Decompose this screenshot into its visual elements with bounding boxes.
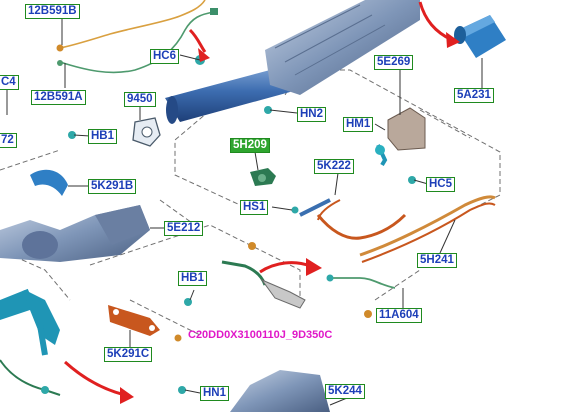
label-5H209: 5H209	[230, 138, 270, 153]
label-HB1-mid: HB1	[178, 271, 208, 286]
label-5E212: 5E212	[164, 221, 204, 236]
label-5K291C: 5K291C	[104, 347, 153, 362]
drawing-reference-code: C20DD0X3100110J_9D350C	[188, 329, 333, 341]
sensor-wire-yellow	[59, 0, 216, 74]
gasket-part	[108, 305, 160, 336]
muffler-part	[230, 370, 330, 412]
label-HB1-top: HB1	[88, 129, 118, 144]
sensor-part	[326, 274, 396, 318]
sensor-part	[250, 168, 276, 186]
label-5A231: 5A231	[454, 88, 494, 103]
arrowhead-icon	[120, 32, 460, 404]
label-11A604: 11A604	[376, 308, 422, 323]
label-5K222: 5K222	[314, 159, 354, 174]
label-5K244: 5K244	[325, 384, 365, 399]
label-HC5: HC5	[426, 177, 456, 192]
label-12B591A: 12B591A	[31, 90, 86, 105]
label-HM1: HM1	[343, 117, 374, 132]
connector-icon	[41, 386, 49, 394]
sensor-wire	[0, 359, 61, 396]
sensor-part	[221, 242, 306, 309]
sensor-part	[375, 144, 388, 167]
label-5H241: 5H241	[417, 253, 457, 268]
connector-icon	[291, 206, 299, 214]
connector-icon	[210, 8, 218, 15]
label-C4: C4	[0, 75, 19, 90]
hose-part	[316, 195, 496, 263]
bracket-part	[0, 288, 60, 356]
exhaust-pipe-part	[165, 0, 420, 124]
connector-icon	[264, 106, 272, 114]
label-72: 72	[0, 133, 17, 148]
connector-icon	[68, 131, 76, 139]
catalyst-part	[0, 205, 150, 262]
label-9450: 9450	[124, 92, 156, 107]
sensor-part	[299, 198, 331, 217]
sensor-plug-icon	[174, 334, 182, 342]
label-12B591B: 12B591B	[25, 4, 80, 19]
heat-shield-part	[387, 80, 426, 151]
label-HC6: HC6	[150, 49, 180, 64]
bracket-part	[30, 169, 68, 196]
label-HS1: HS1	[240, 200, 269, 215]
connector-icon	[178, 386, 186, 394]
sensor-plug-icon	[56, 44, 64, 52]
label-HN2: HN2	[297, 107, 327, 122]
sensor-plug-icon	[57, 60, 63, 66]
label-5K291B: 5K291B	[88, 179, 137, 194]
gasket-icon	[132, 117, 161, 147]
leader-line	[6, 18, 483, 406]
muffler-part	[454, 15, 506, 58]
label-HN1: HN1	[200, 386, 230, 401]
connector-icon	[408, 176, 416, 184]
label-5E269: 5E269	[374, 55, 414, 70]
